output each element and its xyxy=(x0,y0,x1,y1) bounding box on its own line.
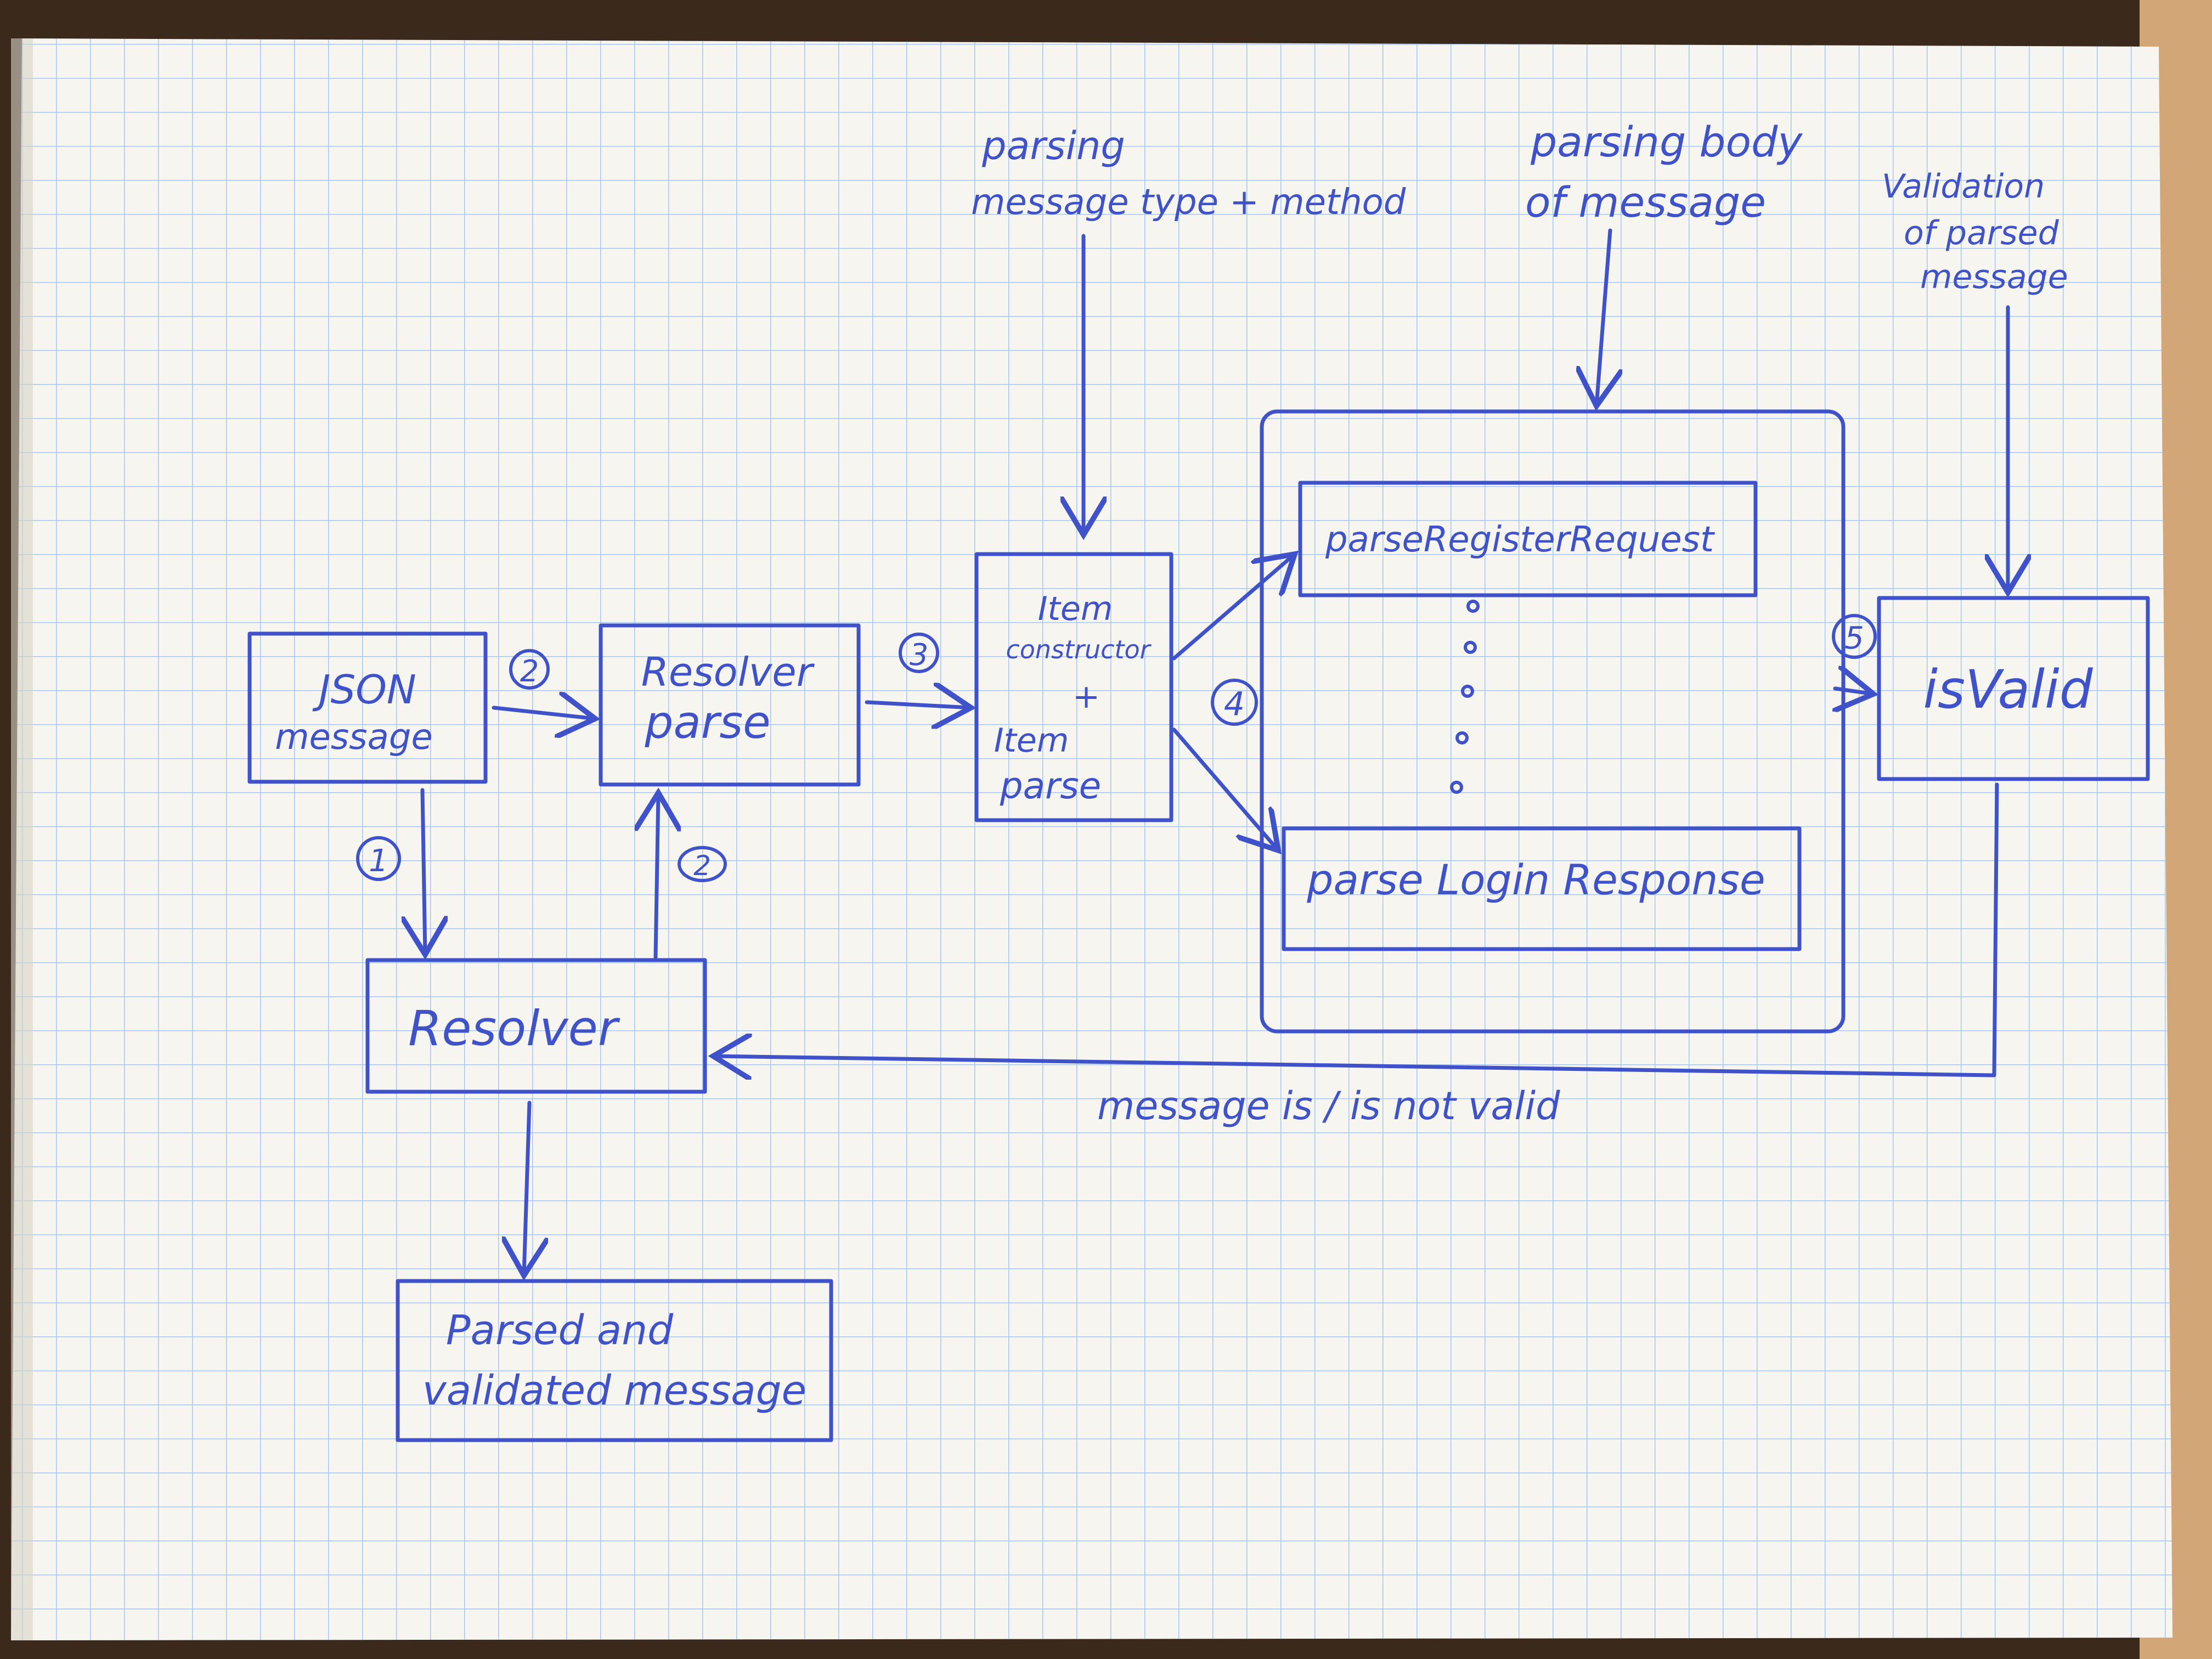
note-validation: Validation of parsed message xyxy=(1882,167,2068,296)
arrow-note-to-container xyxy=(1596,228,1610,406)
note-parsing-body-line1: parsing body xyxy=(1530,117,1803,166)
step-2-marker: 2 xyxy=(509,649,550,690)
resolver-parse-line1: Resolver xyxy=(641,649,815,695)
paper-grid xyxy=(11,38,2172,1640)
parse-body-container xyxy=(1260,409,1846,1034)
step-4-marker: 4 xyxy=(1211,679,1258,726)
json-message-line1: JSON xyxy=(312,667,416,713)
svg-text:4: 4 xyxy=(1224,685,1245,724)
item-line4: Item xyxy=(994,721,1069,760)
note-validation-line1: Validation xyxy=(1882,167,2045,206)
arrow-json-to-resolver xyxy=(422,788,425,955)
resolver-label: Resolver xyxy=(408,1000,620,1057)
item-line2: constructor xyxy=(1006,635,1152,664)
resolver-node: Resolver xyxy=(365,958,707,1094)
step-5-marker: 5 xyxy=(1832,614,1877,659)
note-parsing-body: parsing body of message xyxy=(1525,117,1803,227)
arrow-json-to-resolver-parse xyxy=(492,708,595,719)
parse-login-response-node: parse Login Response xyxy=(1282,826,1802,951)
output-message-node: Parsed and validated message xyxy=(396,1279,833,1442)
resolver-parse-node: Resolver parse xyxy=(599,623,861,787)
output-message-line2: validated message xyxy=(422,1367,806,1414)
resolver-parse-line2: parse xyxy=(644,697,770,749)
json-message-node: JSON message xyxy=(247,631,488,784)
svg-text:2: 2 xyxy=(520,654,539,689)
arrow-isvalid-to-resolver xyxy=(713,782,1999,1075)
json-message-line2: message xyxy=(275,717,433,758)
parse-register-request-node: parseRegisterRequest xyxy=(1298,481,1758,597)
is-valid-node: isValid xyxy=(1877,596,2150,781)
arrow-resolver-to-output xyxy=(524,1101,529,1276)
note-validation-line3: message xyxy=(1920,258,2068,296)
item-line3: + xyxy=(1073,678,1100,716)
arrow-item-to-register xyxy=(1172,554,1295,661)
svg-text:3: 3 xyxy=(910,637,928,672)
arrow-container-to-isvalid xyxy=(1835,689,1874,694)
note-parsing-type-line1: parsing xyxy=(981,123,1125,168)
note-validation-line2: of parsed xyxy=(1904,214,2059,252)
svg-text:5: 5 xyxy=(1844,620,1864,656)
note-parsing-type-line2: message type + method xyxy=(971,182,1406,223)
svg-text:1: 1 xyxy=(369,843,388,879)
parse-register-request-label: parseRegisterRequest xyxy=(1325,520,1716,560)
ellipsis-dots xyxy=(1450,600,1480,794)
arrow-resolver-to-resolver-parse xyxy=(656,793,658,960)
feedback-label: message is / is not valid xyxy=(1097,1084,1560,1128)
note-parsing-type: parsing message type + method xyxy=(971,123,1406,223)
output-message-line1: Parsed and xyxy=(446,1307,674,1354)
note-parsing-body-line2: of message xyxy=(1525,178,1766,227)
item-line5: parse xyxy=(1000,765,1101,807)
arrow-item-to-login xyxy=(1172,727,1278,850)
parse-login-response-label: parse Login Response xyxy=(1306,855,1765,904)
svg-text:2: 2 xyxy=(693,850,711,882)
arrow-resolver-parse-to-item xyxy=(865,702,971,708)
item-node: Item constructor + Item parse xyxy=(974,552,1173,822)
is-valid-label: isValid xyxy=(1923,659,2093,720)
step-2-marker-return: 2 xyxy=(678,846,727,882)
item-line1: Item xyxy=(1038,590,1113,628)
step-1-marker: 1 xyxy=(356,836,401,881)
binding-shadow xyxy=(11,38,33,1640)
step-3-marker: 3 xyxy=(899,633,939,673)
